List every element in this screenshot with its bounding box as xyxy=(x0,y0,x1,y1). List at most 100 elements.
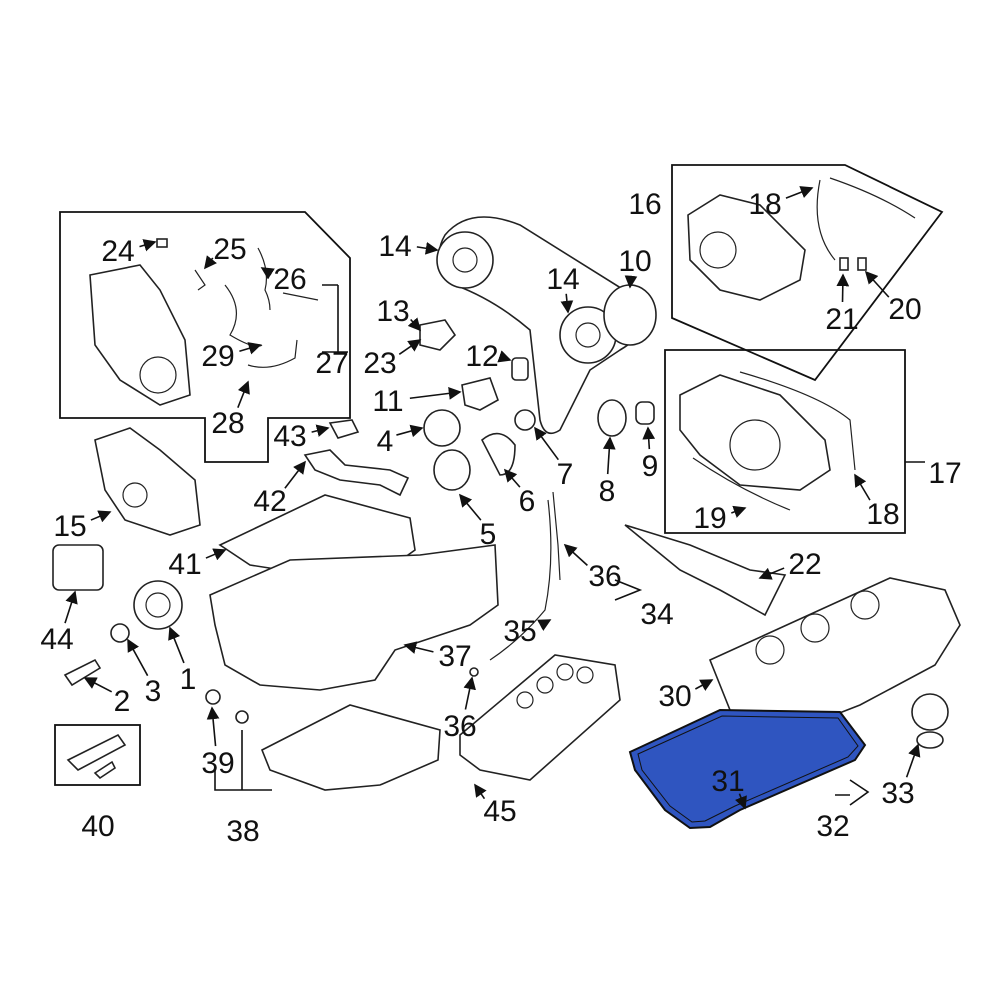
callout-40[interactable]: 40 xyxy=(81,810,114,843)
gasket-43 xyxy=(328,419,360,439)
callout-35[interactable]: 35 xyxy=(503,615,536,648)
callout-29[interactable]: 29 xyxy=(201,340,234,373)
leader-18 xyxy=(785,186,814,199)
tensioner-11 xyxy=(461,377,499,411)
callout-16[interactable]: 16 xyxy=(628,188,661,221)
leader-42 xyxy=(284,460,306,489)
leader-39 xyxy=(206,706,220,747)
valve-cover-gasket-31[interactable] xyxy=(628,708,867,830)
upper-timing-cover xyxy=(687,194,806,301)
callout-36[interactable]: 36 xyxy=(443,710,476,743)
callout-12[interactable]: 12 xyxy=(465,340,498,373)
callout-41[interactable]: 41 xyxy=(168,548,201,581)
bushing-9 xyxy=(635,401,655,425)
leader-30 xyxy=(695,679,714,691)
hose-28 xyxy=(247,339,298,368)
callout-42[interactable]: 42 xyxy=(253,485,286,518)
leader-13 xyxy=(407,317,422,332)
callout-10[interactable]: 10 xyxy=(618,245,651,278)
leader-6 xyxy=(503,468,521,488)
callout-6[interactable]: 6 xyxy=(519,485,536,518)
callout-18[interactable]: 18 xyxy=(748,188,781,221)
callout-17[interactable]: 17 xyxy=(928,457,961,490)
callout-1[interactable]: 1 xyxy=(180,663,197,696)
leader-10 xyxy=(624,275,638,289)
tensioner-13 xyxy=(419,319,457,351)
leader-3 xyxy=(127,638,149,677)
callout-31[interactable]: 31 xyxy=(711,765,744,798)
callout-8[interactable]: 8 xyxy=(599,475,616,508)
leader-14 xyxy=(416,241,439,255)
dipstick xyxy=(552,491,561,581)
callout-36[interactable]: 36 xyxy=(588,560,621,593)
callout-15[interactable]: 15 xyxy=(53,510,86,543)
callout-14[interactable]: 14 xyxy=(546,263,579,296)
leader-14 xyxy=(560,293,574,314)
callout-20[interactable]: 20 xyxy=(888,293,921,326)
callout-32[interactable]: 32 xyxy=(816,810,849,843)
callout-19[interactable]: 19 xyxy=(693,502,726,535)
seal-18-upper xyxy=(816,177,916,261)
callout-43[interactable]: 43 xyxy=(273,420,306,453)
callout-21[interactable]: 21 xyxy=(825,303,858,336)
washer-38 xyxy=(235,710,249,724)
callout-14[interactable]: 14 xyxy=(378,230,411,263)
callout-2[interactable]: 2 xyxy=(114,685,131,718)
leader-26 xyxy=(260,267,275,280)
leader-29 xyxy=(239,342,262,355)
lower-cover-group-box xyxy=(664,349,906,534)
upper-cover-group-box xyxy=(671,164,944,382)
leader-15 xyxy=(90,510,112,523)
bracket-32 xyxy=(835,779,870,806)
leader-24 xyxy=(139,239,157,252)
clip-25 xyxy=(194,269,206,291)
callout-5[interactable]: 5 xyxy=(480,518,497,551)
leader-20 xyxy=(864,270,890,298)
callout-22[interactable]: 22 xyxy=(788,548,821,581)
leader-22 xyxy=(758,567,785,580)
dipstick-tube-35 xyxy=(489,499,552,661)
callout-34[interactable]: 34 xyxy=(640,598,673,631)
o-ring-36 xyxy=(469,667,479,677)
oil-pickup-42 xyxy=(303,449,410,497)
bracket-38 xyxy=(214,730,272,791)
callout-9[interactable]: 9 xyxy=(642,450,659,483)
intake-manifold-45 xyxy=(459,654,621,781)
callout-4[interactable]: 4 xyxy=(377,425,394,458)
leader-4 xyxy=(396,424,424,438)
callout-7[interactable]: 7 xyxy=(557,458,574,491)
cap-gasket-33 xyxy=(916,731,944,749)
callout-38[interactable]: 38 xyxy=(226,815,259,848)
callout-33[interactable]: 33 xyxy=(881,777,914,810)
callout-18[interactable]: 18 xyxy=(866,498,899,531)
callout-37[interactable]: 37 xyxy=(438,640,471,673)
callout-39[interactable]: 39 xyxy=(201,747,234,780)
camshaft-sprocket-1 xyxy=(436,231,494,289)
callout-30[interactable]: 30 xyxy=(658,680,691,713)
callout-27[interactable]: 27 xyxy=(315,347,348,380)
leader-44 xyxy=(64,590,78,624)
oil-cap xyxy=(911,693,949,731)
gasket-27 xyxy=(282,292,319,301)
callout-25[interactable]: 25 xyxy=(213,233,246,266)
callout-3[interactable]: 3 xyxy=(145,675,162,708)
callout-23[interactable]: 23 xyxy=(363,347,396,380)
upper-oil-pan xyxy=(209,544,499,691)
callout-26[interactable]: 26 xyxy=(273,263,306,296)
callout-24[interactable]: 24 xyxy=(101,235,134,268)
callout-11[interactable]: 11 xyxy=(372,385,403,418)
callout-13[interactable]: 13 xyxy=(376,295,409,328)
leader-1 xyxy=(168,626,185,664)
leader-25 xyxy=(204,255,217,270)
leader-2 xyxy=(83,677,113,693)
lower-timing-cover xyxy=(679,374,831,491)
callout-44[interactable]: 44 xyxy=(40,623,73,656)
timing-cover-lower xyxy=(89,264,191,406)
leader-31 xyxy=(734,793,747,810)
callout-45[interactable]: 45 xyxy=(483,795,516,828)
leader-33 xyxy=(905,743,921,778)
callout-28[interactable]: 28 xyxy=(211,407,244,440)
bracket-34 xyxy=(614,579,643,601)
